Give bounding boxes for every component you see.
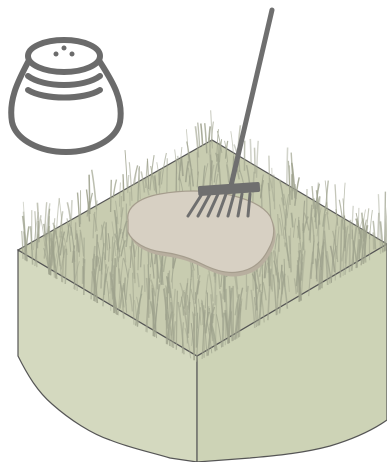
grass-blade [335, 184, 337, 216]
grass-blade [111, 180, 112, 212]
bag-tie [28, 76, 100, 85]
grass-blade [125, 150, 127, 189]
grass-blade [272, 168, 273, 188]
grass-blade [92, 170, 97, 210]
grass-blade [84, 259, 85, 295]
grass-blade [144, 265, 145, 292]
bag-fold [28, 90, 100, 98]
grass-blade [274, 175, 275, 210]
bag-top [28, 40, 100, 72]
grass-blade [105, 222, 106, 260]
grass-blade [250, 139, 251, 164]
grass-blade [335, 230, 336, 281]
grass-blade [148, 251, 149, 265]
grass-blade [67, 202, 70, 220]
grass-blade [287, 148, 288, 187]
grass-blade [197, 152, 198, 175]
seed-bag-icon [11, 40, 120, 152]
seed-dot [70, 52, 75, 57]
grass-blade [201, 124, 203, 146]
seed-dot [62, 46, 67, 51]
grass-blade [169, 271, 170, 289]
grass-blade [89, 175, 90, 214]
grass-blade [277, 272, 278, 314]
grass-blade [373, 232, 374, 249]
grass-blade [176, 159, 177, 194]
grass-blade [378, 213, 379, 240]
grass-blade [350, 220, 351, 272]
grass-blade [194, 307, 195, 361]
seed-dot [54, 52, 59, 57]
grass-blade [255, 148, 256, 174]
grass-blade [209, 126, 210, 142]
